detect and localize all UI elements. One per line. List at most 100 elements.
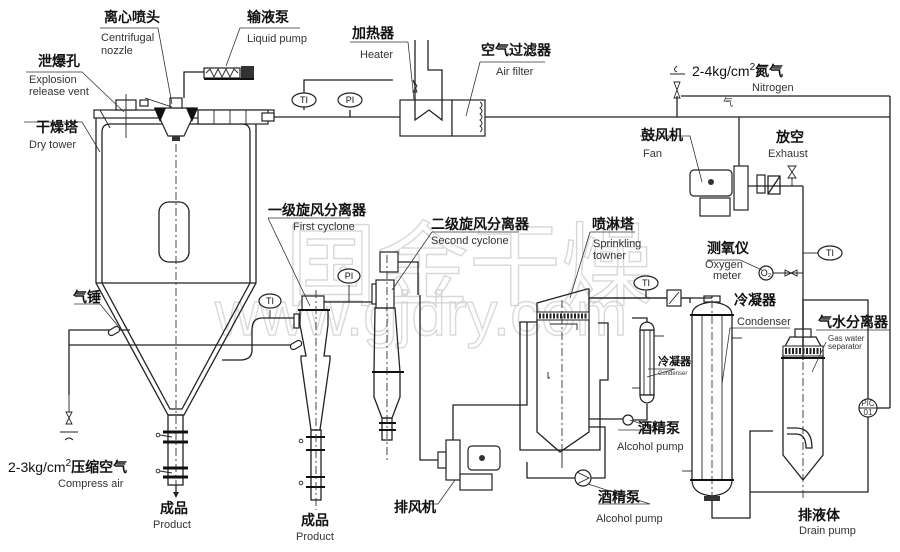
exhaust-cn: 放空	[775, 129, 804, 146]
explosion-release-vent	[99, 94, 137, 138]
gas-water-separator-en1: Gas water	[828, 334, 865, 343]
nitrogen-sup: 2	[750, 62, 756, 73]
label-explosion-vent: 泄爆孔 Explosion release vent	[29, 53, 89, 98]
gas-water-separator-cn: 气水分离器	[817, 314, 889, 331]
first-cyclone-en: First cyclone	[293, 221, 355, 233]
first-cyclone	[222, 285, 372, 510]
label-centrifugal-nozzle: 离心喷头 Centrifugal nozzle	[101, 9, 160, 57]
alcohol-pump-1-cn: 酒精泵	[638, 420, 680, 437]
product-1-cn: 成品	[160, 500, 188, 517]
label-second-cyclone: 二级旋风分离器 Second cyclone	[431, 216, 530, 247]
dry-tower-cn: 干燥塔	[36, 119, 79, 136]
explosion-vent-en1: Explosion	[29, 74, 77, 86]
ti-return-indicator: TI	[803, 245, 843, 261]
label-air-filter: 空气过滤器 Air filter	[481, 42, 552, 78]
label-exhaust-fan: 排风机	[394, 499, 436, 516]
svg-text:2-3kg/cm2压缩空气: 2-3kg/cm2压缩空气	[8, 458, 127, 476]
pi-cyclone-label: PI	[345, 271, 354, 281]
label-alcohol-pump-2: 酒精泵 Alcohol pump	[596, 489, 663, 525]
heater	[399, 40, 453, 137]
label-gas-water-separator: 气水分离器 Gas water separator	[817, 314, 889, 351]
condenser-main-en: Condenser	[737, 316, 791, 328]
main-condenser	[682, 295, 742, 501]
centrifugal-nozzle-en1: Centrifugal	[101, 32, 154, 44]
air-filter-en: Air filter	[496, 66, 534, 78]
first-cyclone-cn: 一级旋风分离器	[268, 202, 367, 219]
sprinkling-tower-cn: 喷淋塔	[592, 216, 635, 233]
ti-return-label: TI	[826, 248, 834, 258]
air-hammer	[107, 325, 303, 351]
small-condenser	[632, 317, 664, 404]
heater-en: Heater	[360, 49, 393, 61]
pic-controller: PIC 01	[858, 398, 878, 418]
ti-cyclone-indicator: TI	[258, 293, 282, 309]
nitrogen-pressure: 2-4kg/cm	[692, 63, 750, 79]
sprinkling-tower-en2: towner	[593, 250, 626, 262]
label-product-2: 成品 Product	[296, 512, 334, 543]
sprinkling-tower	[519, 288, 713, 468]
compress-air-pressure: 2-3kg/cm	[8, 459, 66, 475]
pic-number: 01	[864, 408, 873, 417]
label-alcohol-pump-1: 酒精泵 Alcohol pump	[617, 420, 684, 453]
liquid-pump-cn: 输液泵	[247, 9, 289, 26]
liquid-pump	[183, 66, 254, 98]
label-dry-tower: 干燥塔 Dry tower	[29, 119, 79, 151]
label-liquid-pump: 输液泵 Liquid pump	[247, 9, 307, 45]
fan-en: Fan	[643, 148, 662, 160]
alcohol-pump-upper	[589, 404, 648, 426]
product-2-en: Product	[296, 531, 334, 543]
gas-water-separator	[711, 299, 869, 519]
nitrogen-gas-mark: 气	[723, 96, 733, 109]
label-sprinkling-tower: 喷淋塔 Sprinkling towner	[592, 216, 641, 262]
pic-label: PIC	[861, 399, 875, 408]
label-condenser-main: 冷凝器 Condenser	[734, 292, 791, 328]
svg-text:2-4kg/cm2氮气: 2-4kg/cm2氮气	[692, 62, 783, 80]
pi-inlet-label: PI	[346, 95, 355, 105]
hot-air-line	[274, 79, 890, 118]
pi-cyclone-indicator: PI	[337, 268, 361, 284]
label-compress-air: 2-3kg/cm2压缩空气 Compress air	[8, 458, 127, 490]
label-exhaust: 放空 Exhaust	[768, 129, 808, 160]
oxygen-meter-cn: 测氧仪	[707, 240, 750, 257]
label-drain: 排液体 Drain pump	[798, 507, 856, 537]
heater-cn: 加热器	[351, 25, 395, 42]
second-cyclone	[371, 251, 419, 460]
centrifugal-nozzle-en2: nozzle	[101, 45, 133, 57]
leader-lines	[24, 27, 890, 505]
drain-en: Drain pump	[799, 525, 856, 537]
condenser-main-cn: 冷凝器	[734, 292, 777, 309]
alcohol-pump-2-en: Alcohol pump	[596, 513, 663, 525]
compress-air-cn: 压缩空气	[71, 459, 127, 476]
label-first-cyclone: 一级旋风分离器 First cyclone	[268, 202, 367, 233]
exhaust-fan-cn: 排风机	[394, 499, 436, 516]
check-valve	[666, 289, 682, 307]
gas-water-separator-en2: separator	[828, 342, 862, 351]
second-cyclone-en: Second cyclone	[431, 235, 509, 247]
label-fan: 鼓风机 Fan	[641, 127, 683, 160]
pi-inlet-indicator: PI	[337, 92, 363, 108]
label-product-1: 成品 Product	[153, 500, 191, 531]
explosion-vent-en2: release vent	[29, 86, 89, 98]
exhaust-en: Exhaust	[768, 148, 808, 160]
condenser-small-en: Condenser	[658, 371, 687, 377]
ti-cyclone-label: TI	[266, 296, 274, 306]
compress-air-sup: 2	[66, 458, 72, 469]
air-filter-cn: 空气过滤器	[481, 42, 552, 59]
explosion-vent-cn: 泄爆孔	[38, 53, 80, 70]
nitrogen-en: Nitrogen	[752, 82, 794, 94]
compress-air-en: Compress air	[58, 478, 124, 490]
blower-fan	[689, 117, 804, 350]
product-1-en: Product	[153, 519, 191, 531]
second-cyclone-cn: 二级旋风分离器	[431, 216, 530, 233]
centrifugal-nozzle-cn: 离心喷头	[104, 9, 160, 26]
oxygen-meter: O₂	[758, 265, 803, 281]
label-heater: 加热器 Heater	[351, 25, 395, 61]
ti-sprinkler-indicator: TI	[633, 275, 659, 291]
drain-cn: 排液体	[798, 507, 841, 524]
sprinkling-tower-en1: Sprinkling	[593, 238, 641, 250]
condenser-small-cn: 冷凝器	[658, 354, 692, 368]
ti-inlet-indicator: TI	[291, 92, 317, 108]
oxygen-meter-en2: meter	[713, 270, 741, 282]
nitrogen-cn: 氮气	[754, 63, 783, 80]
